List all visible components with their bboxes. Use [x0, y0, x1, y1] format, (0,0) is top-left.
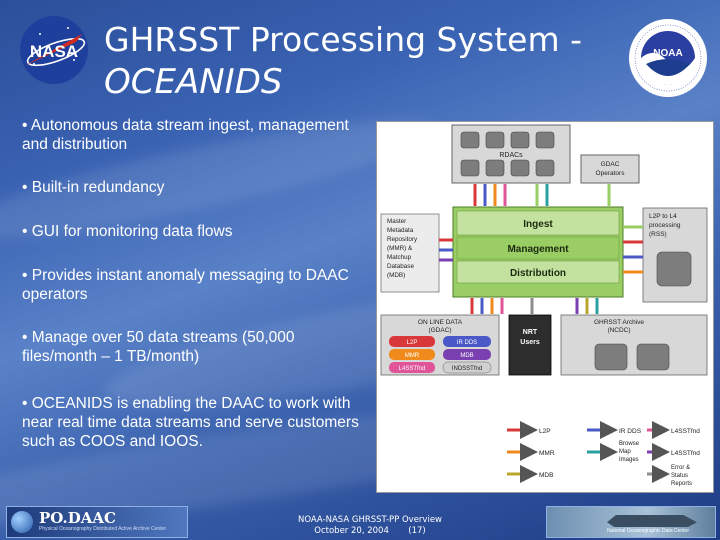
footer-line-1: NOAA-NASA GHRSST-PP Overview	[297, 515, 442, 525]
online-cell-label: L4SSTfnd	[399, 366, 426, 372]
legend-label: L4SSTfnd	[671, 428, 700, 435]
mmr-label: Database	[387, 263, 414, 270]
ncdc-logo-text: National Oceanographic Data Center	[607, 528, 689, 534]
l2p-processing-label: (RSS)	[649, 231, 667, 238]
podaac-logo-text: PO.DAAC	[39, 509, 116, 527]
legend-label: MMR	[539, 450, 555, 457]
bullet-item: • Built-in redundancy	[22, 179, 165, 196]
footer-text: NOAA-NASA GHRSST-PP Overview October 20,…	[290, 515, 450, 537]
online-data-label: ON LINE DATA	[418, 319, 463, 326]
l2p-processing-label: processing	[649, 222, 681, 229]
archive-box	[560, 314, 708, 376]
mmr-label: Repository	[387, 236, 418, 243]
legend-label: Browse	[619, 441, 640, 447]
bullet-item: • Provides instant anomaly messaging to …	[22, 267, 349, 303]
legend-label: Images	[619, 457, 639, 463]
bullet-item: • OCEANIDS is enabling the DAAC to work …	[22, 395, 359, 450]
archive-label: (NCDC)	[607, 327, 630, 334]
archive-label: GHRSST Archive	[594, 319, 644, 326]
mmr-label: Metadata	[387, 227, 414, 234]
legend: L2P IR DDS L4SSTfnd MMR Browse Map Image…	[507, 421, 700, 487]
legend-label: Map	[619, 449, 631, 455]
podaac-logo-subtext: Physical Oceanography Distributed Active…	[39, 526, 167, 532]
mmr-label: Matchup	[387, 254, 412, 261]
footer-date: October 20, 2004	[314, 526, 389, 536]
bullet-item: • GUI for monitoring data flows	[22, 223, 233, 240]
gdac-operators-label: Operators	[596, 170, 626, 177]
legend-label: L2P	[539, 428, 551, 435]
gdac-operators-label: GDAC	[601, 161, 620, 168]
legend-label: L4SSTfnd	[671, 450, 700, 457]
ncdc-logo: National Oceanographic Data Center	[546, 506, 716, 538]
ingest-label: Ingest	[523, 219, 553, 230]
mmr-label: (MDB)	[387, 272, 405, 279]
legend-label: MDB	[539, 472, 553, 479]
footer-line-2: October 20, 2004 (17)	[290, 526, 450, 537]
online-cell-label: MMR	[405, 353, 420, 359]
management-label: Management	[507, 244, 569, 255]
legend-label: Reports	[671, 481, 692, 487]
rdacs-label: RDACs	[499, 152, 523, 159]
nrt-users-label: NRT	[523, 329, 538, 336]
nasa-logo: NASA	[20, 16, 88, 84]
legend-label: IR DDS	[619, 428, 642, 435]
mmr-box	[380, 213, 440, 293]
mmr-label: (MMR) &	[387, 245, 413, 252]
page-number: (17)	[408, 526, 426, 536]
l2p-processing-label: L2P to L4	[649, 213, 677, 220]
nasa-logo-text: NASA	[30, 42, 78, 61]
podaac-logo: PO.DAAC Physical Oceanography Distribute…	[6, 506, 188, 538]
architecture-diagram: RDACs GDAC Operators Ingest Management	[376, 121, 714, 493]
bullet-item: • Manage over 50 data streams (50,000 fi…	[22, 329, 295, 365]
bullet-item: • Autonomous data stream ingest, managem…	[22, 117, 349, 153]
noaa-logo: NOAA	[629, 19, 707, 97]
nrt-users-box	[508, 314, 552, 376]
nrt-users-label: Users	[520, 339, 540, 346]
online-cell-label: IR DDS	[457, 340, 477, 346]
online-cell-label: MDB	[460, 353, 473, 359]
online-data-label: (GDAC)	[428, 327, 451, 334]
globe-icon	[11, 511, 33, 533]
noaa-logo-text: NOAA	[653, 48, 682, 59]
online-cell-label: L2P	[407, 340, 418, 346]
legend-label: Status	[671, 473, 688, 479]
mmr-label: Master	[387, 218, 406, 225]
legend-label: Error &	[671, 465, 690, 471]
ship-icon	[607, 515, 697, 527]
online-cell-label: INDSSTfnd	[452, 366, 482, 372]
distribution-label: Distribution	[510, 268, 566, 279]
title-line-1: GHRSST Processing System -	[104, 20, 583, 59]
title-line-2: OCEANIDS	[104, 62, 283, 102]
gdac-operators-box	[580, 154, 640, 184]
